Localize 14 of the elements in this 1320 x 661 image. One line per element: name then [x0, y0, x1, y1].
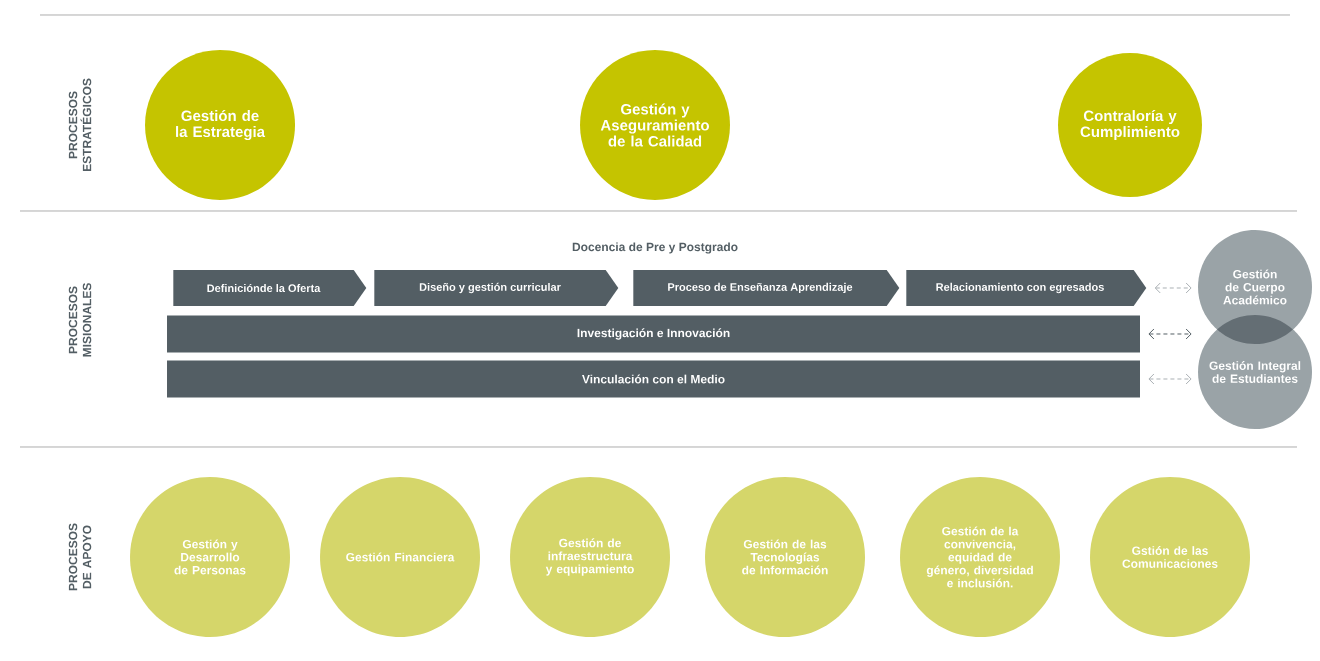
- arrow: [1148, 328, 1192, 340]
- chevron-box: Definiciónde la Oferta: [173, 270, 367, 306]
- chevron-box: Proceso de Enseñanza Aprendizaje: [633, 270, 900, 306]
- process-bar: Investigación e Innovación: [167, 315, 1140, 353]
- chevron-box: Relacionamiento con egresados: [906, 270, 1147, 306]
- chevron-box: Diseño y gestión curricular: [374, 270, 619, 306]
- node-label: Gestión Integral de Estudiantes: [1209, 361, 1301, 383]
- section-label: PROCESOS DE APOYO: [68, 523, 92, 591]
- section-label: PROCESOS ESTRATÉGICOS: [68, 78, 92, 172]
- group-heading: Docencia de Pre y Postgrado: [572, 242, 738, 254]
- section-label: PROCESOS MISIONALES: [68, 283, 92, 357]
- arrow: [1154, 282, 1192, 294]
- arrow: [1148, 373, 1192, 385]
- process-bar: Vinculación con el Medio: [167, 360, 1140, 398]
